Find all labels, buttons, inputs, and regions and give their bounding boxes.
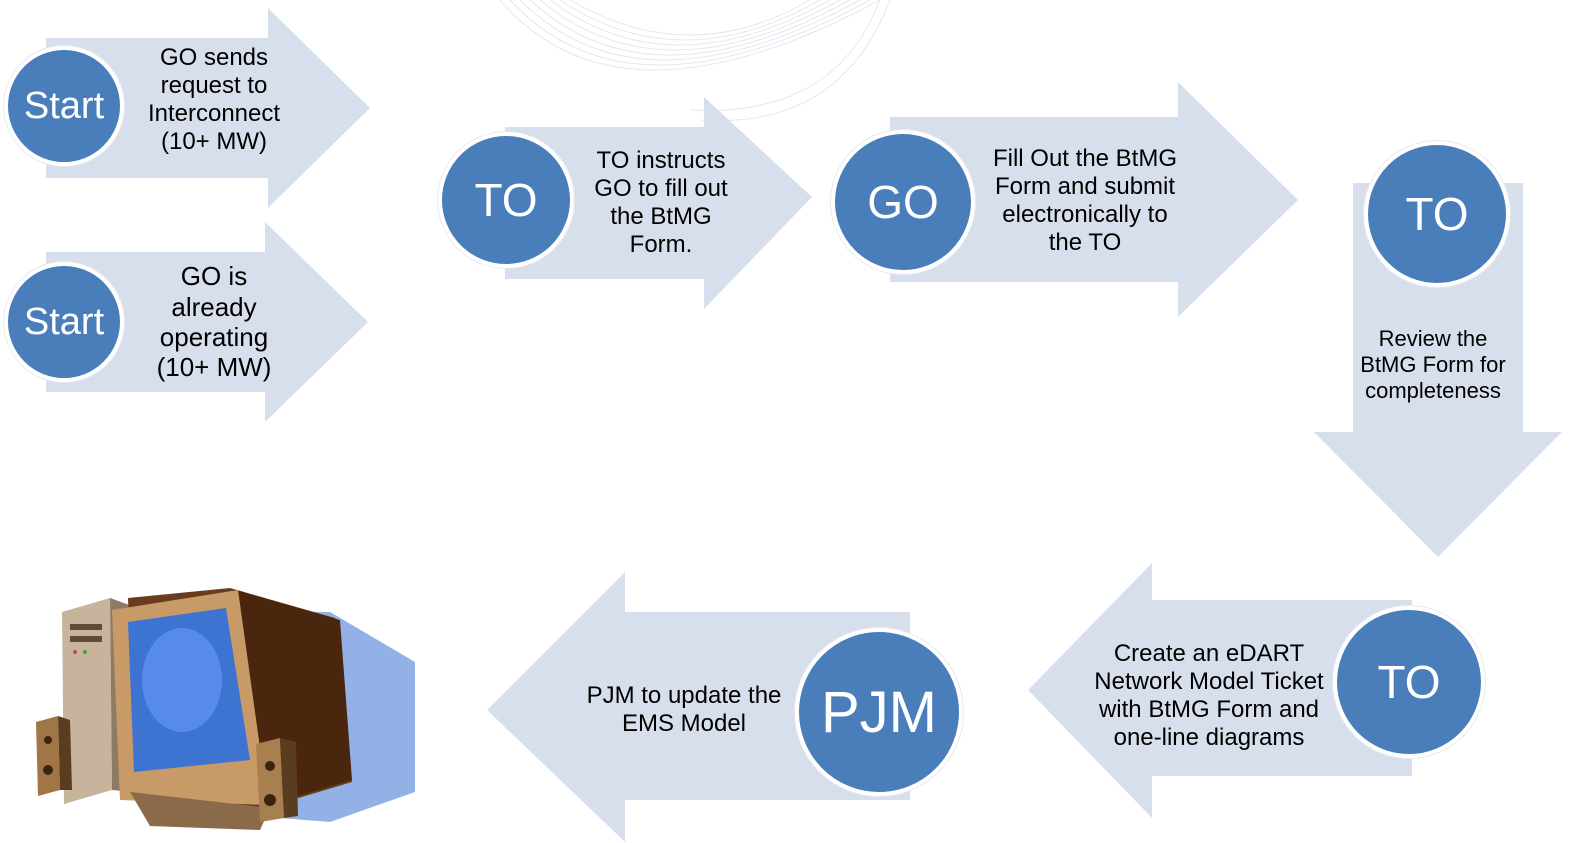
step-3-text: TO instructs GO to fill out the BtMG For…	[594, 146, 728, 259]
step-4-actor: GO	[867, 176, 939, 228]
flow-arrow-6	[1028, 563, 1412, 818]
step-2-text: GO is already operating (10+ MW)	[156, 261, 272, 383]
step-4-actor-circle: GO	[831, 130, 975, 274]
flow-arrow-5	[1314, 183, 1562, 557]
step-7-text: PJM to update the EMS Model	[586, 681, 782, 737]
step-6-actor-circle: TO	[1333, 606, 1485, 758]
step-1-text: GO sends request to Interconnect (10+ MW…	[147, 43, 281, 156]
step-1-actor: Start	[23, 84, 105, 127]
step-1-actor-circle: Start	[4, 46, 124, 166]
flow-arrow-2	[46, 222, 368, 422]
flow-arrow-3	[505, 97, 812, 309]
flow-arrow-7	[487, 572, 910, 842]
flow-arrow-1	[46, 8, 370, 208]
step-2-actor-circle: Start	[4, 262, 124, 382]
step-4-text: Fill Out the BtMG Form and submit electr…	[992, 144, 1178, 257]
step-7-actor-circle: PJM	[795, 628, 963, 796]
flow-arrow-4	[890, 82, 1298, 317]
step-6-actor: TO	[1377, 656, 1441, 708]
step-6-text: Create an eDART Network Model Ticket wit…	[1094, 639, 1324, 752]
step-5-actor-circle: TO	[1364, 141, 1510, 287]
step-7-actor: PJM	[821, 679, 937, 745]
step-3-actor-circle: TO	[438, 132, 574, 268]
step-3-actor: TO	[474, 174, 538, 226]
decorative-wave-lines	[499, 0, 891, 122]
step-5-text: Review the BtMG Form for completeness	[1360, 326, 1506, 403]
step-2-actor: Start	[23, 300, 105, 343]
step-5-actor: TO	[1405, 188, 1469, 240]
